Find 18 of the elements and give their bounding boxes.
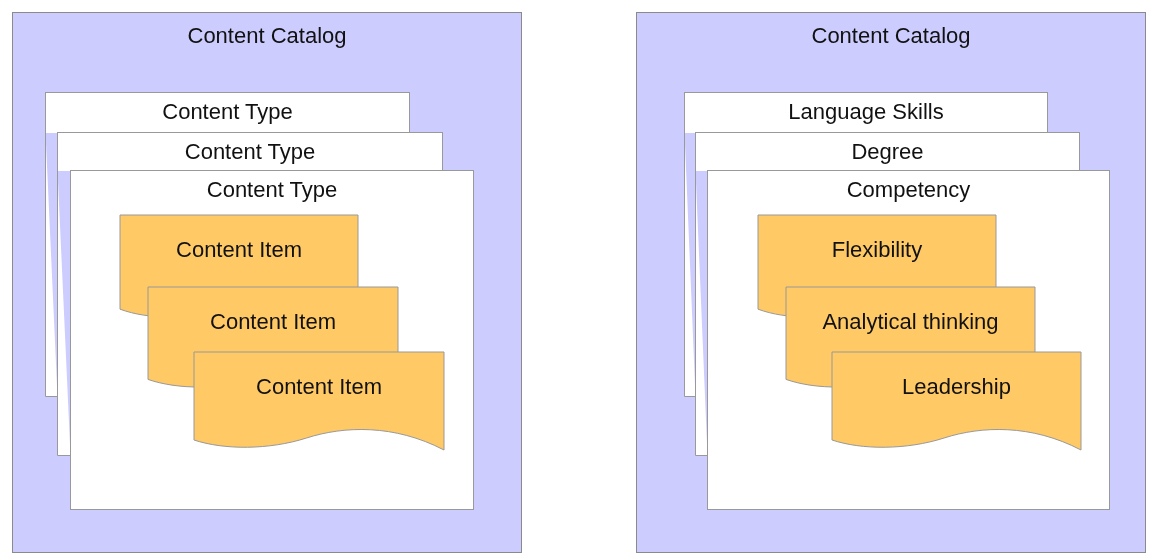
node-label: Language Skills: [788, 99, 944, 125]
node-label: Content Item: [176, 237, 302, 263]
catalog-panel: [12, 12, 522, 553]
node-label: Competency: [846, 177, 971, 203]
node-label: Content Catalog: [811, 23, 971, 49]
node-label: Degree: [851, 139, 924, 165]
node-label: Analytical thinking: [822, 309, 999, 335]
node-label: Content Item: [210, 309, 336, 335]
node-label: Content Item: [256, 374, 382, 400]
type-card: [45, 92, 410, 133]
node-label: Content Type: [162, 99, 293, 125]
node-label: Flexibility: [831, 237, 923, 263]
catalog-panel: [636, 12, 1146, 553]
node-label: Content Catalog: [187, 23, 347, 49]
node-label: Content Type: [184, 139, 316, 165]
node-label: Leadership: [902, 374, 1011, 400]
node-label: Content Type: [206, 177, 338, 203]
type-card: [684, 92, 1048, 133]
